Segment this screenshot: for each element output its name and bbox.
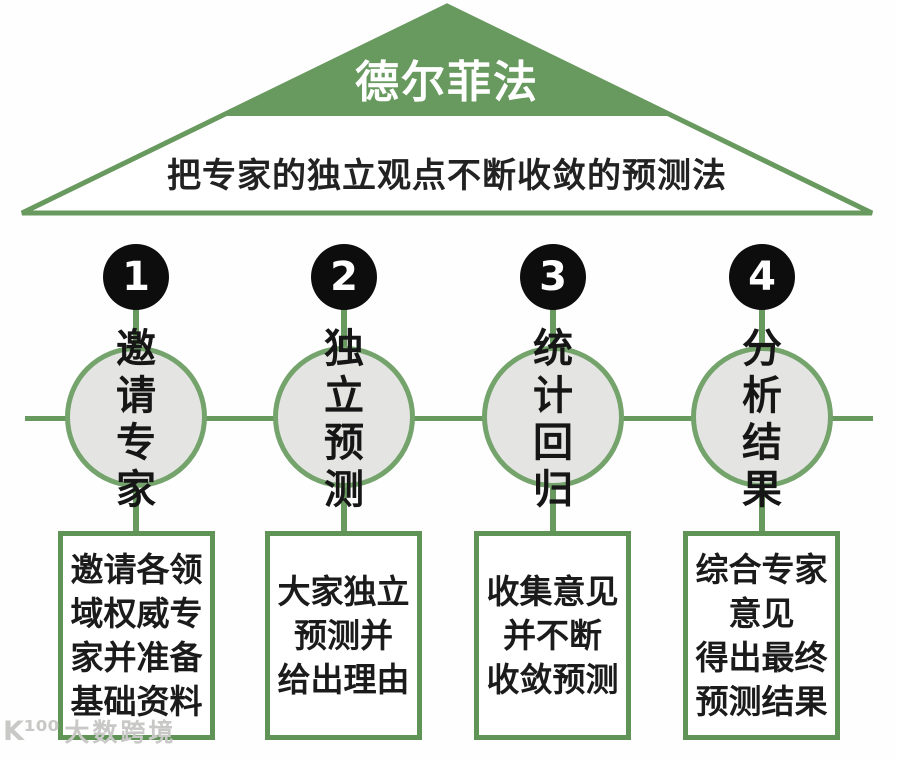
step-circle — [273, 346, 415, 488]
watermark-text: 大数跨境 — [64, 718, 177, 747]
step-number-badge: 2 — [311, 244, 377, 310]
step-detail-text: 大家独立 预测并 给出理由 — [277, 571, 410, 699]
diagram-subtitle: 把专家的独立观点不断收敛的预测法 — [167, 156, 727, 196]
step-circle — [691, 346, 833, 488]
step-detail-box: 邀请各领 域权威专 家并准备 基础资料 — [58, 531, 215, 740]
step-number-badge: 1 — [103, 244, 169, 310]
step-detail-box: 收集意见 并不断 收敛预测 — [474, 531, 631, 740]
step-number: 1 — [122, 254, 150, 300]
diagram-title: 德尔菲法 — [355, 57, 539, 108]
step-label: 邀请专家 — [116, 326, 156, 513]
watermark-logo-icon: K¹⁰⁰ — [3, 715, 60, 747]
step-detail-box: 综合专家 意见 得出最终 预测结果 — [683, 531, 840, 740]
step-detail-text: 收集意见 并不断 收敛预测 — [486, 571, 619, 699]
step-detail-box: 大家独立 预测并 给出理由 — [265, 531, 422, 740]
step-label: 独立预测 — [324, 326, 364, 513]
step-number-badge: 4 — [729, 244, 795, 310]
watermark: K¹⁰⁰ 大数跨境 — [3, 713, 176, 749]
step-number: 4 — [748, 254, 776, 300]
step-label: 分析结果 — [742, 326, 782, 513]
roof-solid-top — [221, 6, 673, 116]
step-circle — [482, 346, 624, 488]
timeline-horizontal-line — [25, 416, 873, 421]
step-number-badge: 3 — [520, 244, 586, 310]
step-label: 统计回归 — [533, 326, 573, 513]
roof-triangle-shape — [20, 3, 874, 216]
step-circle — [65, 346, 207, 488]
step-detail-text: 邀请各领 域权威专 家并准备 基础资料 — [70, 549, 203, 721]
step-number: 3 — [539, 254, 567, 300]
step-detail-text: 综合专家 意见 得出最终 预测结果 — [695, 549, 828, 721]
step-number: 2 — [330, 254, 358, 300]
